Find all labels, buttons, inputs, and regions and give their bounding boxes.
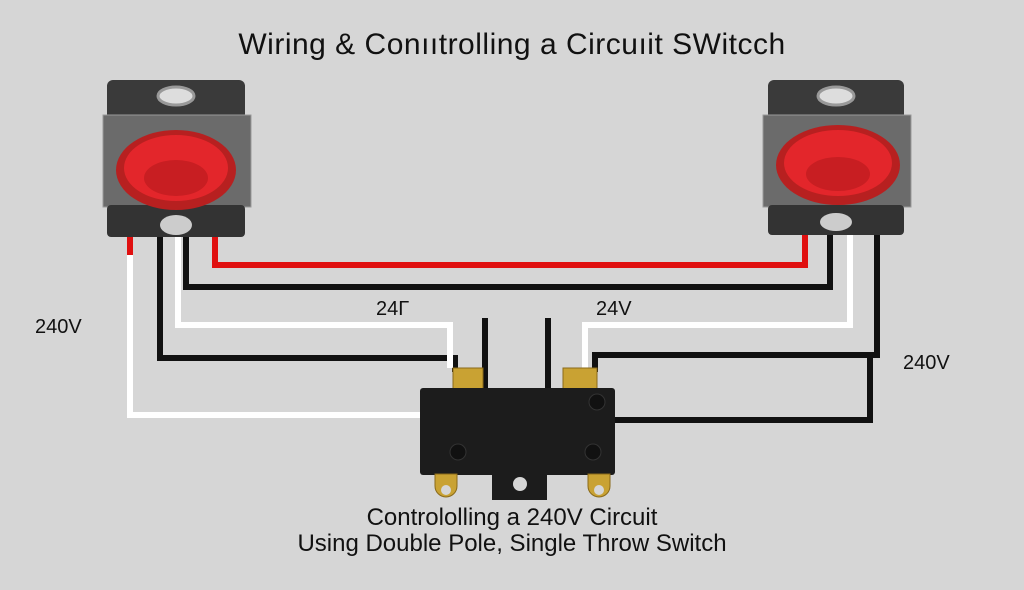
- left-rocker-switch: [102, 80, 252, 237]
- black-wire-right-inner: [592, 228, 880, 372]
- caption-line-2: Using Double Pole, Single Throw Switch: [297, 530, 727, 557]
- red-wire: [212, 215, 808, 268]
- diagram-title: Wiring & Conııtrolling a Circuıit SWitcc…: [238, 28, 786, 61]
- left-voltage-label: 240V: [35, 316, 82, 338]
- white-wire-left-inner: [175, 228, 453, 368]
- dpst-switch: [420, 367, 615, 500]
- black-wire-right-outer: [615, 355, 873, 423]
- caption-line-1: Contrololling a 240V Circuit: [366, 504, 658, 531]
- left-low-voltage-label: 24Г: [376, 298, 410, 320]
- black-wire-left-inner: [157, 228, 458, 372]
- white-wire-right: [582, 228, 853, 368]
- right-rocker-switch: [762, 80, 912, 235]
- white-wire-left-outer: [127, 255, 425, 418]
- right-voltage-label: 240V: [903, 352, 950, 374]
- black-wire-top: [183, 228, 833, 290]
- right-low-voltage-label: 24V: [596, 298, 632, 320]
